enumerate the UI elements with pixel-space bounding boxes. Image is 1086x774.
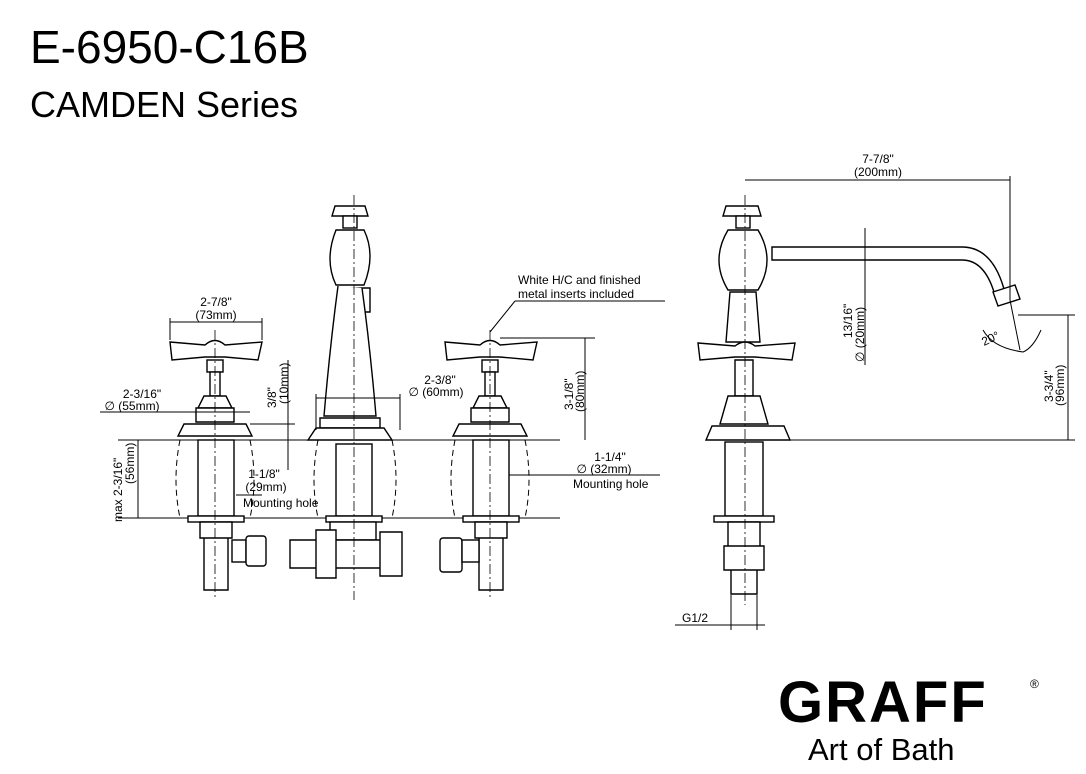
dim-spout-reach-in: 7-7/8" [862,152,894,166]
mounting-hole-label-right: Mounting hole [573,477,649,491]
dim-spout-diameter-mm: ∅ (20mm) [853,307,867,362]
dim-spout-height-mm: (96mm) [1053,365,1067,406]
series-name: CAMDEN Series [30,84,298,125]
dim-spout-reach-mm: (200mm) [854,165,902,179]
mounting-hole-label-left: Mounting hole [243,496,319,510]
dim-mounting-hole-large-mm: ∅ (32mm) [576,462,631,476]
dim-mounting-hole-small-mm: (29mm) [245,480,286,494]
dim-escutcheon-mm: ∅ (55mm) [104,399,159,413]
left-handle-drawing [169,330,267,600]
dim-spout-base-mm: ∅ (60mm) [408,385,463,399]
dim-handle-height-in: 3-1/8" [562,378,576,410]
dim-handle-width-in: 2-7/8" [200,295,232,309]
inserts-note-line-1: White H/C and finished [518,273,641,287]
dim-spout-angle: 20° [979,328,1002,348]
dim-deck-thickness-mm: (56mm) [123,443,137,484]
dim-handle-width-mm: (73mm) [195,308,236,322]
dim-escutcheon-in: 2-3/16" [123,387,161,401]
dim-mounting-hole-large-in: 1-1/4" [594,450,626,464]
dim-spout-height-in: 3-3/4" [1042,370,1056,402]
registered-mark: ® [1030,677,1039,691]
right-handle-drawing [444,330,538,600]
dim-escutcheon-height-mm: (10mm) [277,363,291,404]
dim-thread: G1/2 [682,611,708,625]
dim-deck-thickness-in: max 2-3/16" [111,458,125,522]
graff-logo: GRAFF [778,670,988,735]
dim-escutcheon-height-in: 3/8" [265,387,279,408]
dim-spout-base-in: 2-3/8" [424,373,456,387]
brand-tagline: Art of Bath [808,732,954,767]
dim-spout-diameter-in: 13/16" [841,304,855,338]
inserts-note-line-2: metal inserts included [518,287,634,301]
model-number: E-6950-C16B [30,21,309,73]
dim-mounting-hole-small-in: 1-1/8" [248,467,280,481]
dimension-lines [100,176,1075,630]
side-view-drawing [697,195,1021,605]
spout-front-drawing [289,195,463,600]
dim-handle-height-mm: (80mm) [573,371,587,412]
